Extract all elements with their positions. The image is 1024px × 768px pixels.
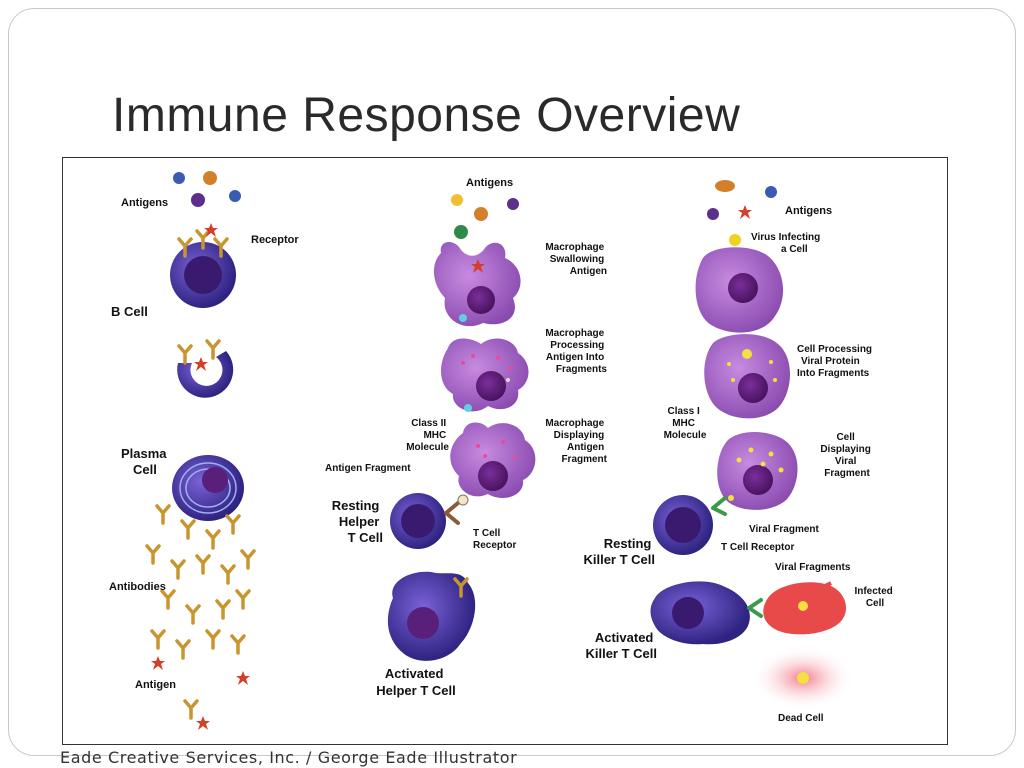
swallowing-label: Macrophage Swallowing Antigen [545,242,607,277]
middle-antigens-label: Antigens [466,177,513,189]
cell-processing-label: Cell Processing Viral Protein Into Fragm… [797,344,875,379]
antigen-fragment-label: Antigen Fragment [325,463,411,474]
antibodies-label: Antibodies [109,581,166,593]
plasma-cell [172,455,244,521]
class-i-mhc-label: Class I MHC Molecule [664,406,707,441]
virus-infecting-label: Virus Infecting a Cell [751,232,823,255]
cell-processing-viral-protein [704,334,791,419]
dead-cell-label: Dead Cell [778,713,824,724]
right-antigens-label: Antigens [785,205,832,217]
resting-helper-label: Resting Helper T Cell [332,498,383,545]
receptor-label: Receptor [251,234,299,246]
macrophage-processing [441,338,529,412]
virus-infected-cell [695,234,784,333]
resting-killer-t-cell [653,495,734,555]
displaying-label: Macrophage Displaying Antigen Fragment [545,418,607,465]
diagram-svg: Antigens Receptor B Cell Plasma Cell Ant… [109,171,895,730]
image-credit: Eade Creative Services, Inc. / George Ea… [60,748,518,767]
slide-frame [8,8,1016,756]
b-cell-label: B Cell [111,304,148,319]
b-cell [170,223,236,308]
activated-killer-label: Activated Killer T Cell [585,630,657,661]
cell-displaying-label: Cell Displaying Viral Fragment [820,432,873,479]
left-antigens-label: Antigens [121,197,168,209]
slide-title: Immune Response Overview [112,89,741,142]
antibodies-cluster [145,504,256,730]
dead-cell [751,646,855,710]
resting-killer-label: Resting Killer T Cell [583,536,655,567]
macrophage-displaying [450,422,536,498]
cell-displaying-viral-fragment [717,432,798,510]
activated-killer-t-cell [650,581,763,645]
viral-fragments-label: Viral Fragments [775,562,851,573]
helper-t-cell-receptor-label: T Cell Receptor [473,528,516,551]
plasma-cell-label: Plasma Cell [121,446,170,477]
antigen-icons-right [707,180,777,220]
antigen-label: Antigen [135,679,176,691]
processing-label: Macrophage Processing Antigen Into Fragm… [545,328,607,375]
resting-helper-t-cell [390,493,469,549]
antigen-icons-left [173,171,241,207]
class-ii-mhc-label: Class II MHC Molecule [406,418,449,453]
macrophage-swallowing [433,242,521,327]
infected-cell-label: Infected Cell [854,586,895,609]
activated-helper-t-cell [387,571,476,661]
immune-response-diagram: Antigens Receptor B Cell Plasma Cell Ant… [62,157,948,745]
b-cell-engulfing [177,339,234,398]
infected-cell [763,581,847,635]
viral-fragment-label: Viral Fragment [749,524,820,535]
killer-t-cell-receptor-label: T Cell Receptor [721,542,794,553]
antigen-icons-middle [451,194,519,239]
activated-helper-label: Activated Helper T Cell [376,666,455,698]
